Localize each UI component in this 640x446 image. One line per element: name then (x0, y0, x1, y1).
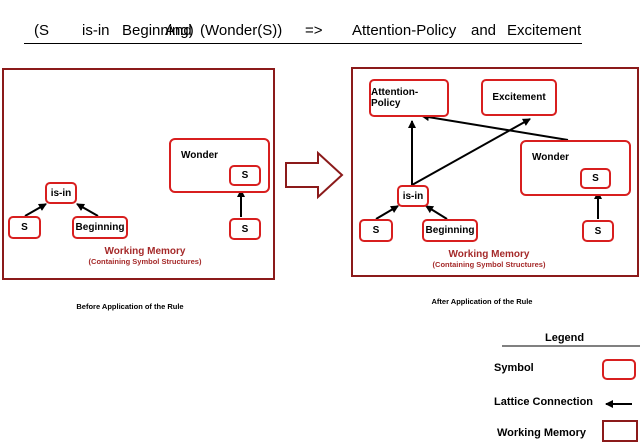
legend-title: Legend (545, 332, 585, 344)
lattice-connection (421, 113, 569, 141)
working-memory-subtitle: (Containing Symbol Structures) (432, 260, 546, 269)
working-memory-title: Working Memory (104, 246, 186, 257)
rule-token: (S (34, 22, 49, 39)
rule-token: Beginning) (122, 22, 194, 39)
rule-statement: (S is-in Beginning) And (Wonder(S)) => A… (0, 22, 640, 46)
rule-token: And (165, 22, 192, 39)
lattice-connection (24, 203, 47, 217)
lattice-connection (76, 203, 99, 217)
symbol-is-in: is-in (397, 185, 429, 207)
rule-token: is-in (82, 22, 110, 39)
symbol-s: S (580, 168, 611, 189)
legend-working-memory-label: Working Memory (497, 427, 587, 439)
before-caption: Before Application of the Rule (76, 302, 184, 311)
transition-arrow (285, 150, 344, 200)
legend-lattice-label: Lattice Connection (494, 396, 594, 408)
working-memory-title: Working Memory (448, 249, 530, 260)
symbol-beginning: Beginning (72, 216, 128, 239)
working-memory-subtitle: (Containing Symbol Structures) (88, 257, 202, 266)
symbol-s: S (229, 165, 261, 186)
symbol-is-in: is-in (45, 182, 77, 204)
after-caption: After Application of the Rule (431, 297, 533, 306)
lattice-connection (375, 205, 399, 220)
lattice-connection (425, 205, 448, 220)
symbol-wonder-label: Wonder (532, 152, 570, 163)
symbol-s: S (582, 220, 614, 242)
before-working-memory-label: Working Memory (Containing Symbol Struct… (60, 246, 230, 266)
rule-underline (24, 43, 582, 44)
lattice-connection (411, 118, 531, 186)
symbol-attention-policy: Attention-Policy (369, 79, 449, 117)
rule-token: (Wonder(S)) (200, 22, 283, 39)
rule-token: and (471, 22, 497, 39)
symbol-wonder: Wonder (520, 140, 631, 196)
symbol-s: S (359, 219, 393, 242)
symbol-excitement: Excitement (481, 79, 557, 116)
symbol-wonder-label: Wonder (181, 150, 219, 161)
legend-symbol-swatch (602, 359, 636, 380)
rule-token: => (305, 22, 323, 39)
symbol-s: S (229, 218, 261, 240)
legend-symbol-label: Symbol (494, 362, 534, 374)
after-working-memory-label: Working Memory (Containing Symbol Struct… (404, 249, 574, 269)
rule-token: Excitement (507, 22, 582, 39)
symbol-s: S (8, 216, 41, 239)
symbol-beginning: Beginning (422, 219, 478, 242)
rule-token: Attention-Policy (352, 22, 457, 39)
legend-working-memory-swatch (602, 420, 638, 442)
